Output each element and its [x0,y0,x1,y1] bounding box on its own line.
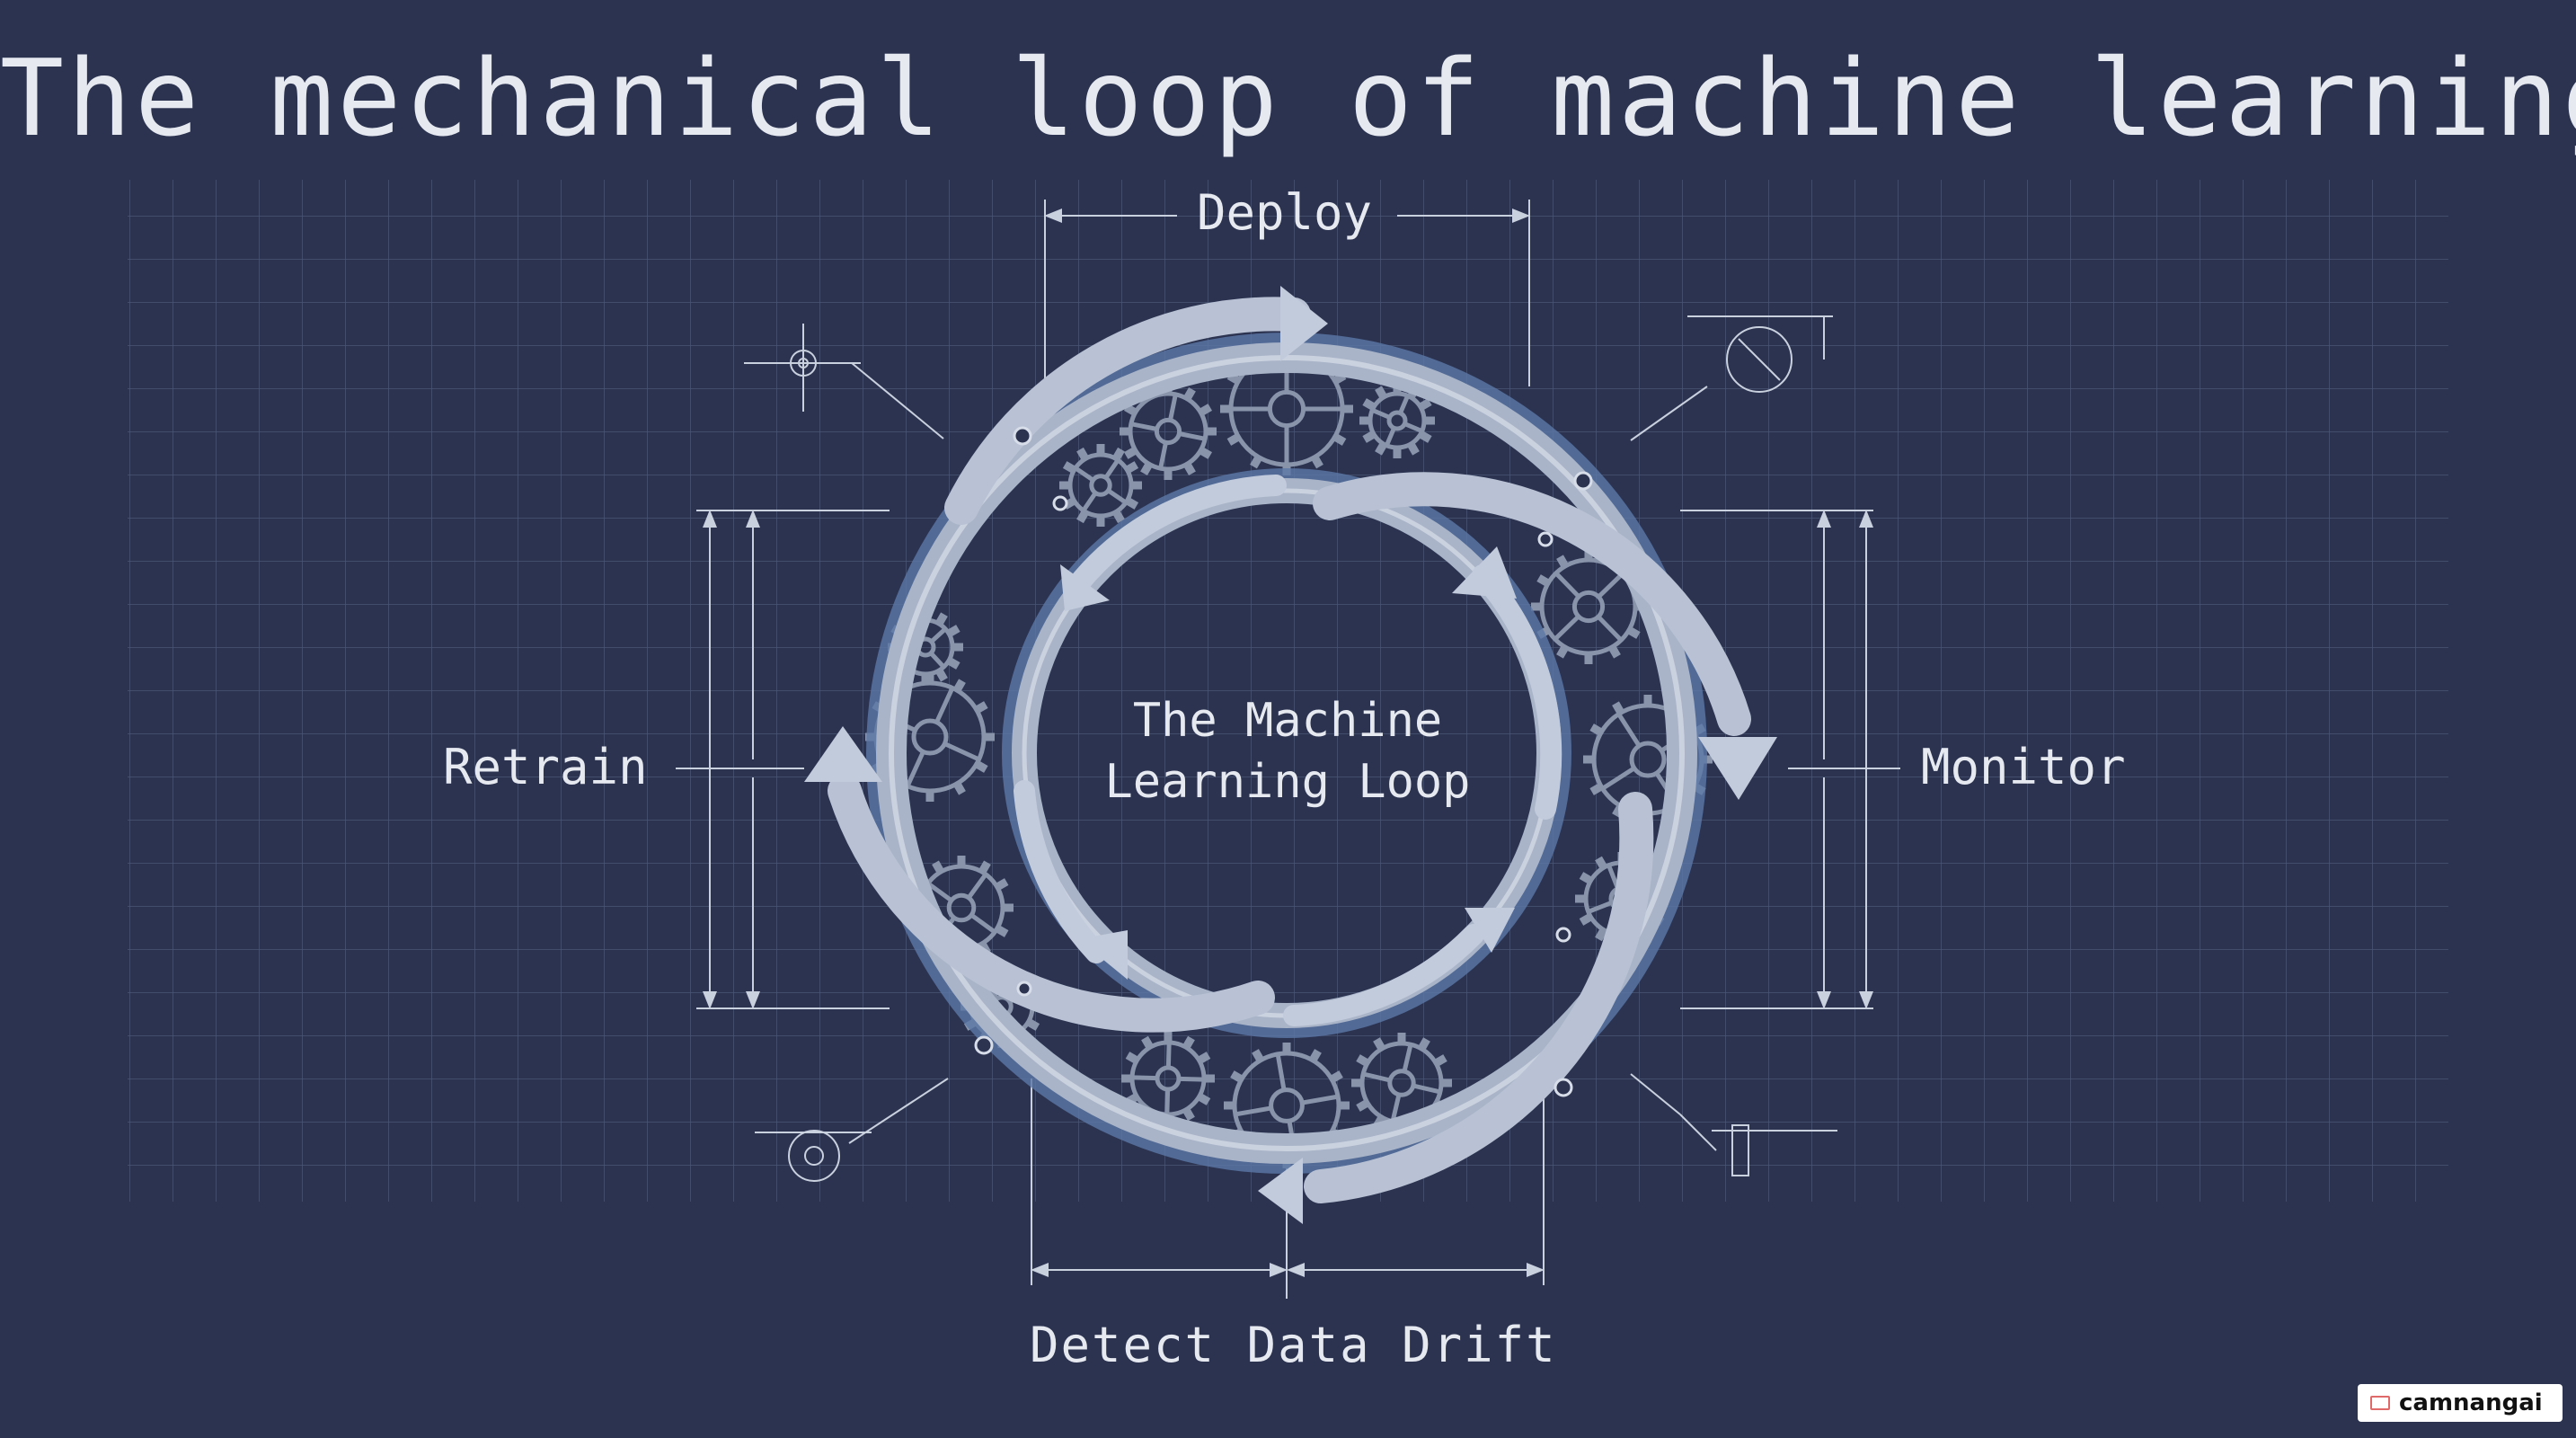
arrow-head-drift [1258,1158,1303,1224]
gear-icon [1359,383,1435,458]
stage-label-retrain: Retrain [443,739,648,795]
book-icon [2370,1396,2390,1410]
gear-icon [1531,549,1646,664]
center-label: The Machine Learning Loop [1018,690,1557,812]
arrow-deploy [944,297,1311,525]
loop-arrows [804,286,1777,1224]
watermark-text: camnangai [2399,1389,2543,1416]
page-title: The mechanical loop of machine learning [0,36,2576,160]
arrow-monitor [1313,472,1751,736]
detail-callouts [744,315,1837,1182]
arrow-drift [1304,792,1654,1203]
arrow-retrain [828,774,1275,1033]
stage-label-detect-data-drift: Detect Data Drift [1030,1317,1557,1373]
watermark-badge[interactable]: camnangai [2358,1384,2563,1422]
arrow-head-retrain [804,726,882,782]
arrow-head-monitor [1698,737,1777,800]
stage-label-monitor: Monitor [1921,739,2126,795]
stage-label-deploy: Deploy [1197,184,1373,241]
center-label-line-1: The Machine [1132,694,1443,748]
gear-icon [1059,444,1142,527]
arrow-head-deploy [1280,286,1328,361]
center-label-line-2: Learning Loop [1104,755,1471,809]
inner-arrow-right [1472,564,1562,820]
inner-arrow-top [1067,475,1287,595]
inner-arrow-left [1014,780,1107,963]
dimension-lines [676,200,1900,1299]
ring-rivets [974,426,1593,1097]
inner-arrow-bottom [1283,924,1484,1026]
